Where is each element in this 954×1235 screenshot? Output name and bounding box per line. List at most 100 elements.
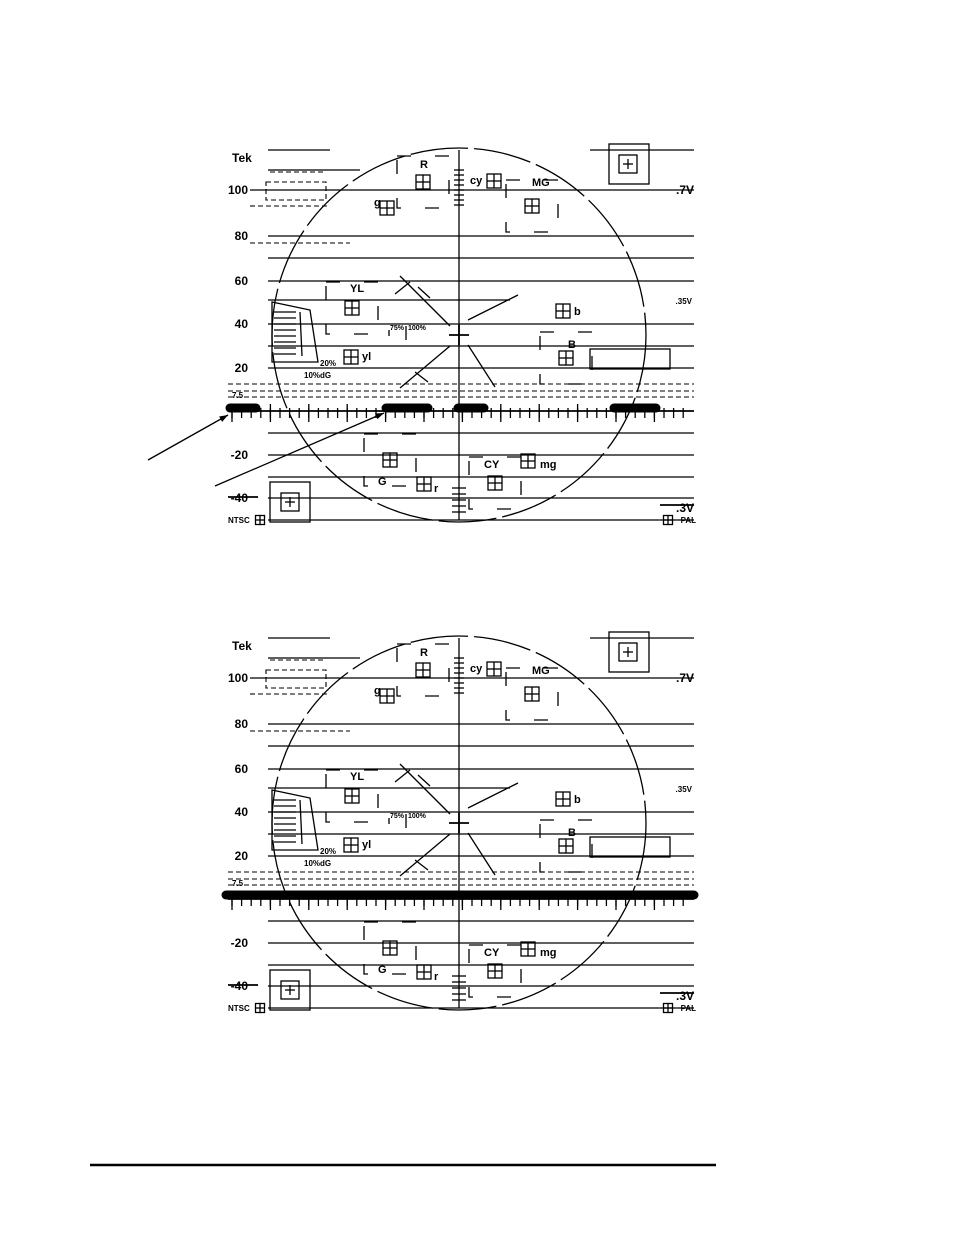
ire-label: 100 [228, 183, 248, 197]
vector-target-r: r [417, 965, 439, 983]
dg-label: 10%dG [304, 859, 331, 868]
ire-label: 40 [235, 805, 249, 819]
waveform-panel-top: 10%dG20%75%100%Tek10080604020-20-407.5.7… [228, 144, 696, 525]
volt-label: .3V [676, 501, 694, 515]
vector-target-icon [416, 175, 430, 189]
vector-line [468, 295, 518, 320]
ire-label: -20 [231, 448, 249, 462]
ire-label: 80 [235, 717, 249, 731]
vector-target-cy: CY [469, 945, 521, 997]
vector-label-upper: R [420, 647, 428, 659]
rectangle-marker [590, 349, 670, 369]
brand-label: Tek [232, 151, 252, 165]
vector-target-b: b [556, 304, 581, 318]
pal-target-icon [664, 1004, 673, 1013]
dg-bracket [272, 790, 318, 850]
vector-target-icon [525, 687, 539, 701]
vector-target-icon [559, 351, 573, 365]
volt-label: .7V [676, 183, 694, 197]
vector-label-lower: b [574, 306, 581, 318]
callout-arrow [148, 415, 228, 460]
vector-target-b: B [540, 820, 592, 872]
ire-label: 80 [235, 229, 249, 243]
pal-label: PAL [681, 1004, 697, 1013]
vector-tick [415, 860, 428, 870]
vector-label-upper: CY [484, 947, 500, 959]
vector-target-icon [488, 476, 502, 490]
vector-target-cy: CY [469, 457, 521, 509]
vector-label-upper: MG [532, 177, 550, 189]
arrowhead-icon [219, 415, 228, 422]
callout-arrows [148, 413, 384, 486]
vector-target-g: G [364, 434, 416, 488]
pal-label: PAL [681, 516, 697, 525]
vector-target-cy: cy [470, 662, 501, 676]
reference-target-bottom-left [270, 482, 310, 522]
vector-target-cy: cy [470, 174, 501, 188]
ire-label: 100 [228, 671, 248, 685]
vector-label-upper: B [568, 827, 576, 839]
vector-label-lower: mg [540, 947, 557, 959]
vector-tick [395, 282, 410, 294]
vector-target-icon [556, 304, 570, 318]
ire-label: 7.5 [232, 879, 244, 888]
vector-target-icon [488, 964, 502, 978]
brand-label: Tek [232, 639, 252, 653]
ire-label: -40 [231, 491, 249, 505]
vector-target-icon [417, 965, 431, 979]
reference-target-bottom-left [270, 970, 310, 1010]
vector-target-icon [556, 792, 570, 806]
vector-target-icon [525, 199, 539, 213]
vector-label-upper: YL [350, 283, 364, 295]
vector-tick [415, 372, 428, 382]
vector-line [468, 345, 495, 387]
vector-target-r: R [397, 644, 449, 696]
vector-target-icon [345, 789, 359, 803]
vector-label-upper: MG [532, 665, 550, 677]
vector-tick [395, 770, 410, 782]
ire-label: 7.5 [232, 391, 244, 400]
vector-target-g: g [374, 685, 394, 703]
vector-target-icon [521, 454, 535, 468]
dashed-rectangle [266, 182, 326, 200]
vector-label-lower: g [374, 197, 381, 209]
vector-label-upper: G [378, 964, 387, 976]
vector-target-mg: mg [521, 454, 557, 471]
vector-label-lower: mg [540, 459, 557, 471]
vector-target-icon [380, 201, 394, 215]
vector-target-icon [380, 689, 394, 703]
vector-target-yl: YL [326, 770, 378, 822]
vector-label-lower: cy [470, 663, 483, 675]
vector-label-lower: b [574, 794, 581, 806]
vector-target-r: R [397, 156, 449, 208]
vector-line [468, 783, 518, 808]
vector-line [468, 833, 495, 875]
vector-target-icon [344, 838, 358, 852]
arrowhead-icon [375, 413, 384, 419]
ire-label: 60 [235, 274, 249, 288]
percent-75-label: 75% [390, 813, 405, 820]
pal-target-icon [664, 516, 673, 525]
vector-line [400, 346, 450, 388]
vector-label-lower: yl [362, 351, 371, 363]
dashed-rectangle [266, 670, 326, 688]
dg-bracket [272, 302, 318, 362]
vector-target-b: b [556, 792, 581, 806]
vector-label-upper: B [568, 339, 576, 351]
vector-target-icon [416, 663, 430, 677]
ntsc-label: NTSC [228, 1004, 250, 1013]
vector-target-yl: yl [344, 350, 371, 364]
ntsc-target-icon [256, 516, 265, 525]
vector-target-icon [345, 301, 359, 315]
vector-target-icon [417, 477, 431, 491]
vector-label-upper: CY [484, 459, 500, 471]
volt-label: .7V [676, 671, 694, 685]
arrow-shaft [148, 415, 228, 460]
vector-target-g: G [364, 922, 416, 976]
vector-target-icon [344, 350, 358, 364]
ire-label: 40 [235, 317, 249, 331]
tick-mark [300, 800, 302, 844]
volt-label: .35V [676, 297, 693, 306]
ntsc-target-icon [256, 1004, 265, 1013]
